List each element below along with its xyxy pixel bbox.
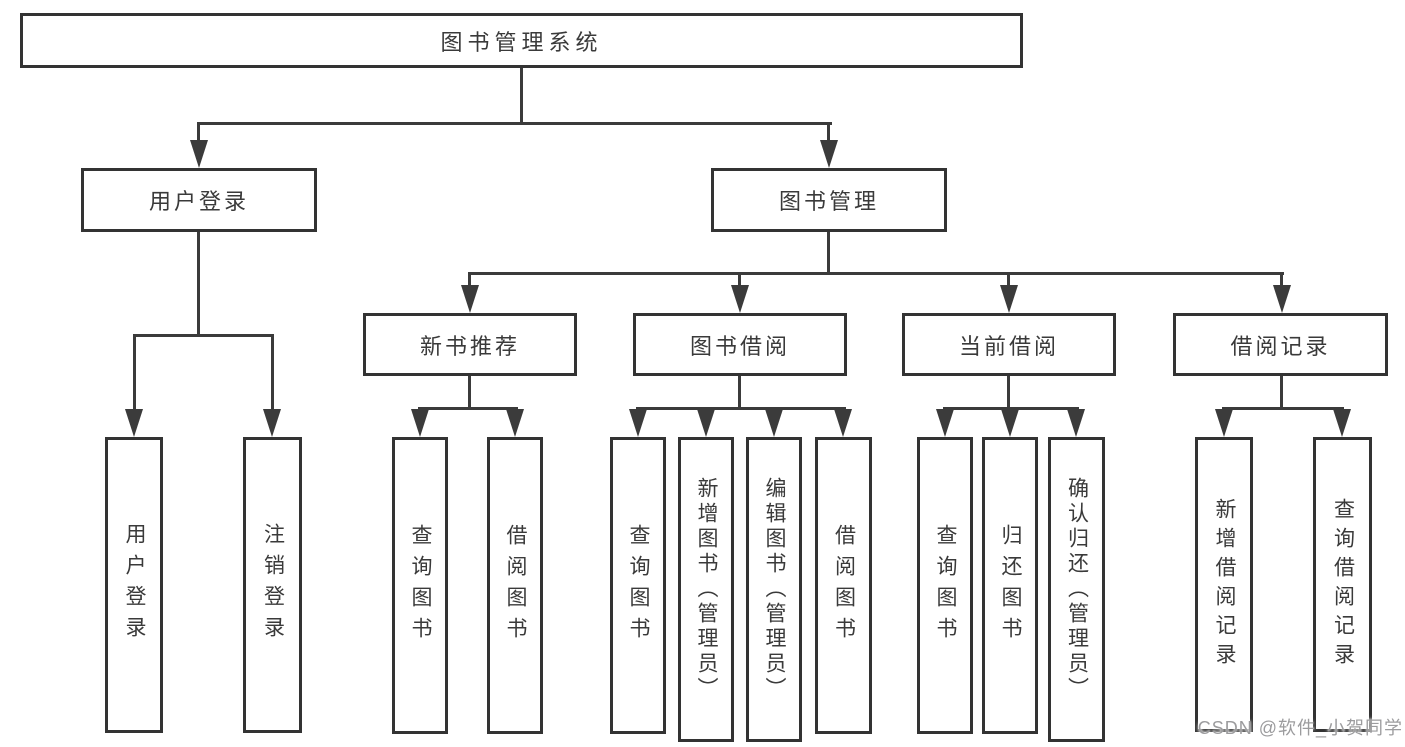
connector-user-login-drop-2 xyxy=(271,334,274,412)
leaf-bb-query-books-label: 查询图书 xyxy=(627,523,650,648)
connector-book-mgmt-drop-1 xyxy=(468,272,471,288)
connector-borrow-records-stem xyxy=(1280,376,1283,410)
node-current-borrow: 当前借阅 xyxy=(902,313,1116,376)
node-book-management-label: 图书管理 xyxy=(778,189,879,214)
leaf-logout-label: 注销登录 xyxy=(261,523,285,647)
leaf-bb-borrow-books-label: 借阅图书 xyxy=(832,523,856,648)
node-new-book-recommend: 新书推荐 xyxy=(363,313,577,376)
connector-current-borrow-stem xyxy=(1007,376,1010,410)
arrowhead-leaf-logout xyxy=(263,409,281,437)
node-user-login-label: 用户登录 xyxy=(148,189,249,214)
connector-user-login-split xyxy=(133,334,274,337)
leaf-br-query-borrow-record-label: 查询借阅记录 xyxy=(1331,497,1355,672)
node-current-borrow-label: 当前借阅 xyxy=(958,333,1059,359)
connector-borrow-records-split xyxy=(1222,407,1344,410)
leaf-br-query-borrow-record: 查询借阅记录 xyxy=(1313,437,1372,732)
arrowhead-nb-query-books xyxy=(411,409,429,437)
leaf-bb-edit-book-admin-label: 编辑图书（管理员） xyxy=(763,477,786,702)
leaf-cb-return-book-label: 归还图书 xyxy=(999,523,1022,648)
connector-book-mgmt-split xyxy=(468,272,1284,275)
arrowhead-cb-confirm-return xyxy=(1067,409,1085,437)
csdn-watermark: CSDN @软件_小贺同学 xyxy=(1197,718,1403,738)
connector-root-split xyxy=(197,122,832,125)
node-new-book-recommend-label: 新书推荐 xyxy=(419,333,520,359)
leaf-user-login: 用户登录 xyxy=(105,437,163,733)
connector-book-mgmt-drop-3 xyxy=(1007,272,1010,288)
leaf-nb-query-books: 查询图书 xyxy=(392,437,448,734)
connector-root-stem xyxy=(520,68,523,125)
connector-root-drop-right xyxy=(827,122,830,142)
leaf-bb-edit-book-admin: 编辑图书（管理员） xyxy=(746,437,802,742)
node-book-borrow-label: 图书借阅 xyxy=(689,333,790,359)
connector-book-borrow-stem xyxy=(738,376,741,410)
arrowhead-leaf-user-login xyxy=(125,409,143,437)
leaf-bb-add-book-admin: 新增图书（管理员） xyxy=(678,437,734,742)
arrowhead-bb-add-book xyxy=(697,409,715,437)
connector-user-login-drop-1 xyxy=(133,334,136,412)
arrowhead-borrow-records xyxy=(1273,285,1291,313)
connector-new-book-stem xyxy=(468,376,471,410)
leaf-cb-return-book: 归还图书 xyxy=(982,437,1038,734)
arrowhead-cb-query-books xyxy=(936,409,954,437)
arrowhead-br-add-record xyxy=(1215,409,1233,437)
node-user-login: 用户登录 xyxy=(81,168,317,232)
leaf-cb-query-books-label: 查询图书 xyxy=(934,523,957,648)
arrowhead-cb-return-book xyxy=(1001,409,1019,437)
leaf-user-login-label: 用户登录 xyxy=(123,523,146,647)
node-borrow-records: 借阅记录 xyxy=(1173,313,1388,376)
leaf-cb-confirm-return-admin-label: 确认归还（管理员） xyxy=(1065,477,1089,702)
leaf-bb-add-book-admin-label: 新增图书（管理员） xyxy=(695,477,718,702)
arrowhead-bb-edit-book xyxy=(765,409,783,437)
leaf-cb-confirm-return-admin: 确认归还（管理员） xyxy=(1048,437,1105,742)
arrowhead-bb-query-books xyxy=(629,409,647,437)
arrowhead-book-borrow xyxy=(731,285,749,313)
arrowhead-nb-borrow-books xyxy=(506,409,524,437)
leaf-br-add-borrow-record: 新增借阅记录 xyxy=(1195,437,1253,732)
arrowhead-bb-borrow-books xyxy=(834,409,852,437)
connector-new-book-split xyxy=(418,407,518,410)
leaf-nb-query-books-label: 查询图书 xyxy=(409,523,432,648)
node-book-borrow: 图书借阅 xyxy=(633,313,847,376)
connector-root-drop-left xyxy=(197,122,200,142)
arrowhead-new-book-recommend xyxy=(461,285,479,313)
leaf-logout: 注销登录 xyxy=(243,437,302,733)
arrowhead-user-login xyxy=(190,140,208,168)
node-book-management: 图书管理 xyxy=(711,168,947,232)
leaf-br-add-borrow-record-label: 新增借阅记录 xyxy=(1213,497,1236,672)
leaf-bb-borrow-books: 借阅图书 xyxy=(815,437,872,734)
leaf-nb-borrow-books: 借阅图书 xyxy=(487,437,543,734)
node-root-label: 图书管理系统 xyxy=(440,29,603,55)
leaf-nb-borrow-books-label: 借阅图书 xyxy=(504,523,527,648)
connector-book-mgmt-drop-2 xyxy=(738,272,741,288)
connector-book-mgmt-stem xyxy=(827,232,830,275)
arrowhead-book-management xyxy=(820,140,838,168)
leaf-bb-query-books: 查询图书 xyxy=(610,437,666,734)
connector-user-login-stem xyxy=(197,232,200,337)
node-borrow-records-label: 借阅记录 xyxy=(1230,333,1331,359)
connector-book-mgmt-drop-4 xyxy=(1280,272,1283,288)
node-root: 图书管理系统 xyxy=(20,13,1023,68)
leaf-cb-query-books: 查询图书 xyxy=(917,437,973,734)
connector-book-borrow-split xyxy=(636,407,846,410)
arrowhead-br-query-record xyxy=(1333,409,1351,437)
connector-current-borrow-split xyxy=(943,407,1079,410)
arrowhead-current-borrow xyxy=(1000,285,1018,313)
